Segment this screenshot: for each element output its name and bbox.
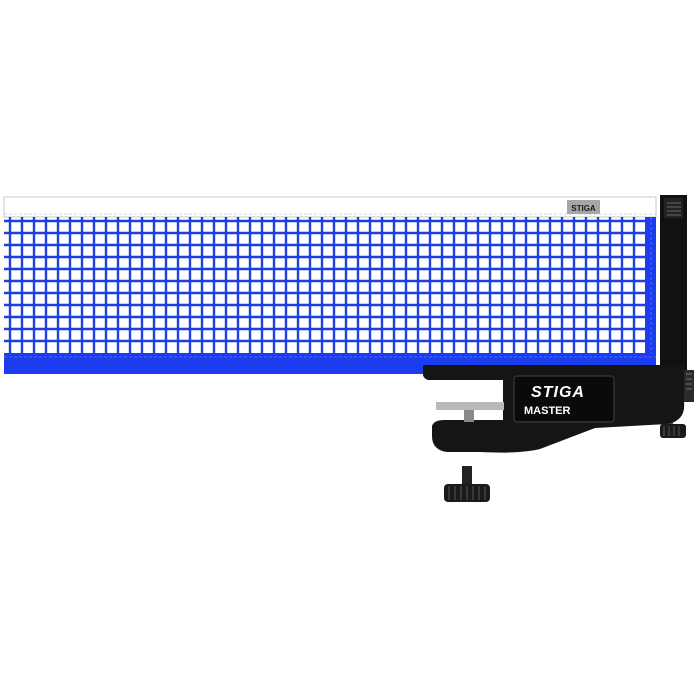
net-brand-tag: STIGA xyxy=(567,200,600,214)
net-top-tape xyxy=(3,196,657,218)
net-side-edge xyxy=(645,217,656,353)
net: STIGA xyxy=(3,196,657,374)
clamp-model-label: MASTER xyxy=(524,405,571,417)
clamp: STIGA MASTER xyxy=(422,365,685,453)
net-mesh xyxy=(4,217,645,353)
net-brand-tag-text: STIGA xyxy=(571,204,596,213)
clamp-screw-pad xyxy=(436,402,504,422)
net-post xyxy=(660,195,687,370)
clamp-brand-logo: STIGA xyxy=(531,384,585,401)
clamp-tightening-knob xyxy=(444,466,490,502)
clamp-label-panel xyxy=(513,375,615,423)
